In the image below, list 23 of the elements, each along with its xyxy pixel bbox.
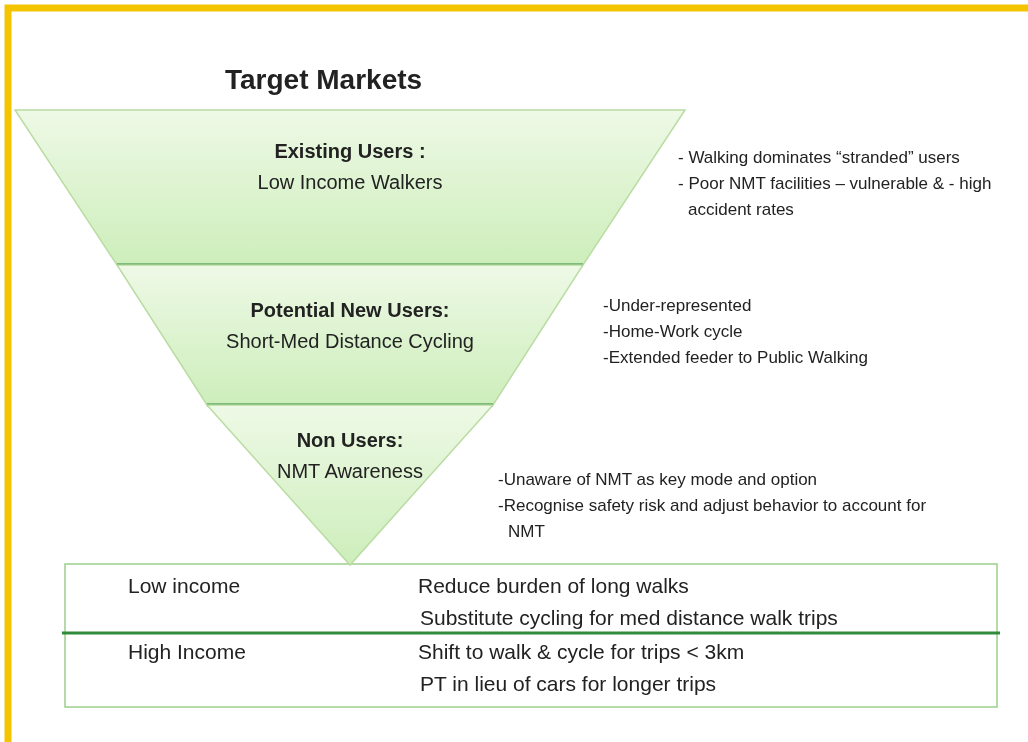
note-text: -Unaware of NMT as key mode and option [498,469,819,491]
segment-heading: Existing Users : [273,139,427,164]
segment-text: Low Income Walkers [256,170,444,195]
segment-heading: Non Users: [295,428,405,453]
note-text: - Poor NMT facilities – vulnerable & - high accident rates [678,173,993,221]
table-cell-text: Substitute cycling for med distance walk trips [420,605,838,631]
funnel-band [115,264,585,407]
title: Target Markets [225,64,423,96]
segment-text: NMT Awareness [276,459,424,484]
note-text: -Recognise safety risk and adjust behavior to account for NMT [498,495,928,543]
segment-heading: Potential New Users: [249,298,451,323]
note-text: -Extended feeder to Public Walking [603,347,869,369]
table-cell-text: PT in lieu of cars for longer trips [420,671,717,697]
table-cell-text: Reduce burden of long walks [418,573,689,599]
note-text: -Under-represented [603,295,753,317]
table-cell-text: High Income [128,639,246,665]
table-cell-text: Low income [128,573,241,599]
funnel-band [13,109,687,267]
segment-text: Short-Med Distance Cycling [225,329,475,354]
note-text: - Walking dominates “stranded” users [678,147,961,169]
funnel-band [205,404,495,566]
table-cell-text: Shift to walk & cycle for trips < 3km [418,639,745,665]
note-text: -Home-Work cycle [603,321,744,343]
